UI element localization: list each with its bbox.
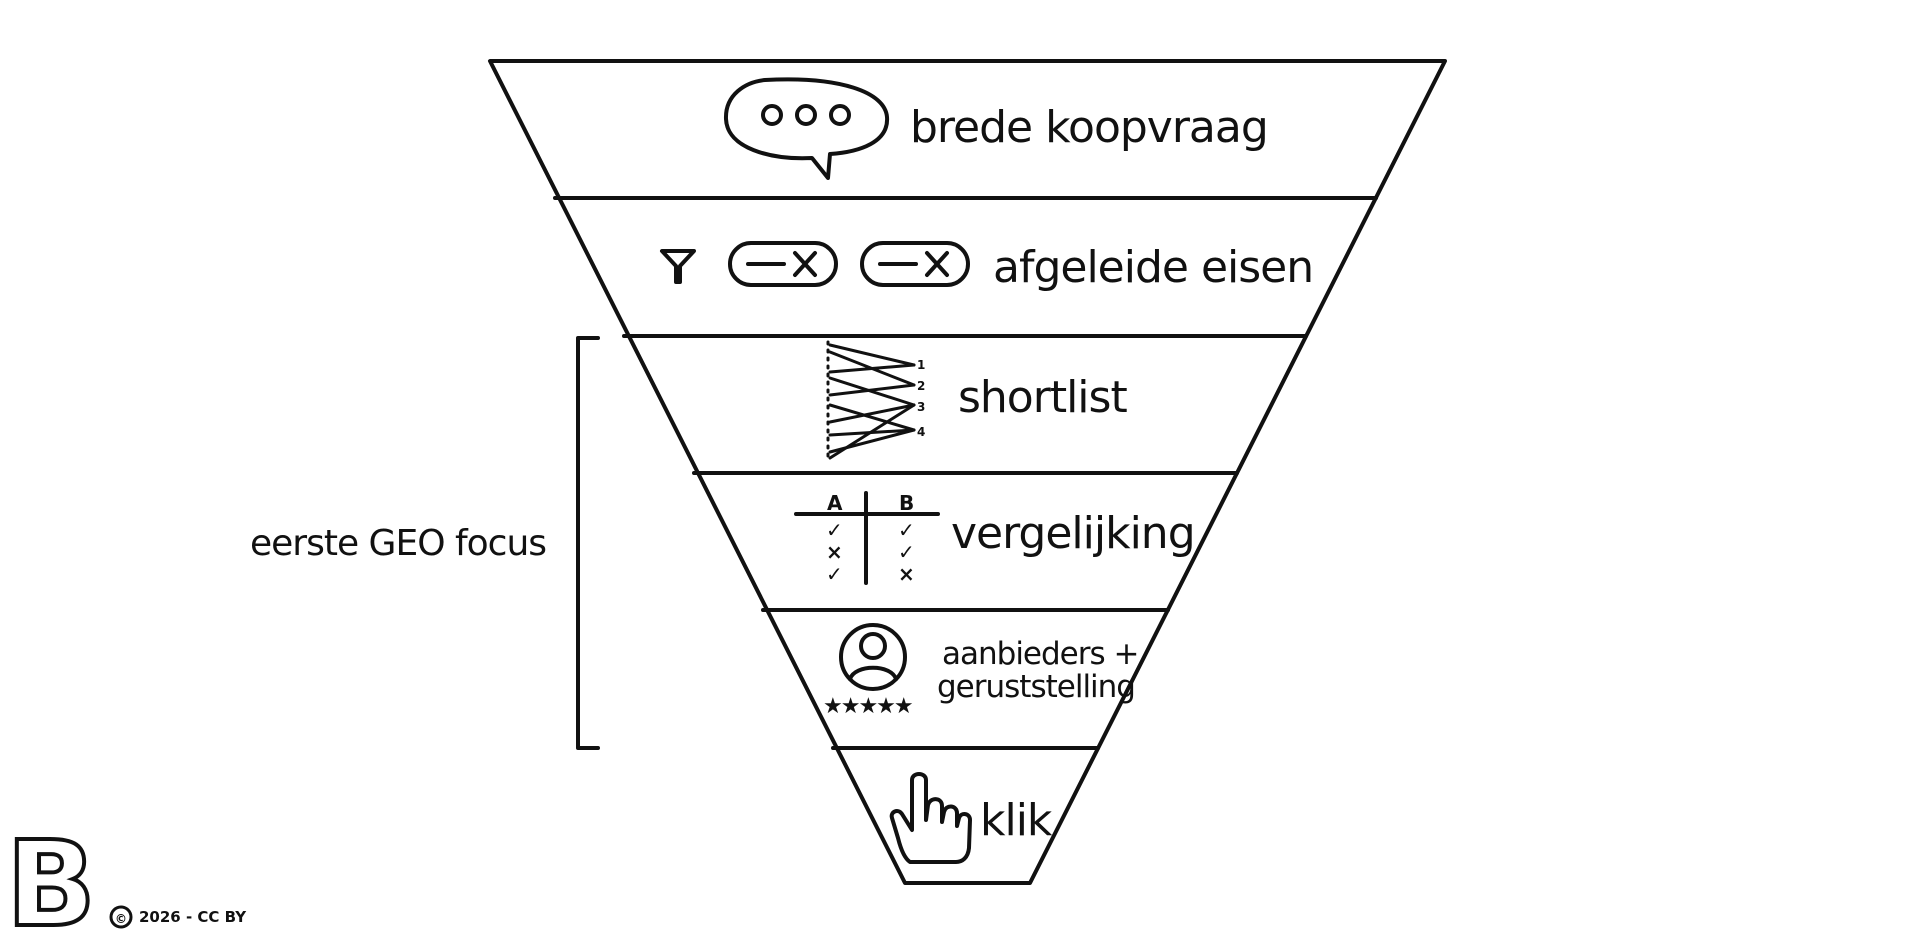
stage-label-line2: geruststelling — [937, 669, 1135, 705]
column-header-b: B — [899, 491, 914, 515]
pointing-hand-icon — [889, 772, 972, 864]
footer: B © 2026 - CC BY — [4, 813, 247, 936]
bracket-line — [576, 336, 600, 750]
stage-label: klik — [980, 795, 1053, 846]
copyright-symbol: © — [115, 912, 127, 926]
filter-chip-icon — [728, 241, 838, 287]
stage-label-line1: aanbieders + — [942, 636, 1138, 672]
cross-mark: × — [826, 540, 843, 564]
stage-brede-koopvraag: brede koopvraag — [723, 77, 1269, 180]
stage-shortlist: 1 2 3 4 shortlist — [826, 340, 1128, 462]
copyright-text: 2026 - CC BY — [139, 908, 247, 926]
ranking-lines-icon — [826, 340, 916, 462]
copyright-icon — [109, 905, 133, 929]
bracket-label: eerste GEO focus — [250, 523, 546, 564]
geo-focus-bracket: eerste GEO focus — [250, 336, 600, 750]
check-mark: ✓ — [898, 518, 915, 542]
rank-number: 1 — [917, 358, 925, 372]
comparison-table-icon — [794, 491, 940, 585]
check-mark: ✓ — [898, 540, 915, 564]
rank-number: 2 — [917, 379, 925, 393]
star-rating: ★★★★★ — [823, 694, 913, 719]
filter-icon — [660, 249, 696, 284]
stage-afgeleide-eisen: afgeleide eisen — [660, 241, 1314, 293]
filter-chip-icon — [860, 241, 970, 287]
stage-klik: klik — [889, 772, 1054, 864]
stage-label: vergelijking — [951, 508, 1195, 559]
stage-label: brede koopvraag — [910, 102, 1268, 153]
column-header-a: A — [827, 491, 843, 515]
brand-logo: B — [6, 815, 96, 936]
stage-aanbieders: ★★★★★ aanbieders + geruststelling — [823, 623, 1139, 719]
rank-number: 3 — [917, 400, 925, 414]
user-avatar-icon — [839, 623, 907, 691]
cross-mark: × — [898, 562, 915, 586]
check-mark: ✓ — [826, 562, 843, 586]
funnel-outline — [488, 59, 1447, 885]
rank-number: 4 — [917, 425, 925, 439]
stage-label: shortlist — [958, 372, 1127, 423]
check-mark: ✓ — [826, 518, 843, 542]
stage-vergelijking: A B ✓ × ✓ ✓ ✓ × vergelijking — [794, 491, 1196, 586]
speech-bubble-icon — [723, 77, 890, 180]
stage-label: afgeleide eisen — [993, 242, 1313, 293]
